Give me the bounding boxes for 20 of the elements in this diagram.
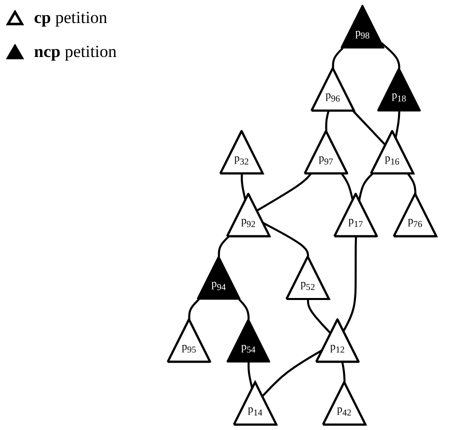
connector (262, 222, 310, 257)
connector (218, 236, 230, 257)
connector (352, 110, 386, 146)
connector (340, 173, 354, 201)
connector (238, 298, 250, 320)
connector (342, 236, 358, 332)
connector (248, 362, 254, 390)
connector (358, 173, 374, 201)
legend-label: ncp petition (34, 42, 117, 62)
connector (307, 299, 332, 334)
connector (332, 47, 344, 69)
connector (407, 173, 416, 194)
connector (341, 362, 346, 383)
connector (256, 173, 312, 212)
legend-label: cp petition (34, 8, 108, 28)
connector (240, 174, 246, 201)
connector (380, 42, 400, 69)
connector (325, 110, 330, 132)
connector (188, 298, 200, 320)
connector (394, 110, 400, 138)
